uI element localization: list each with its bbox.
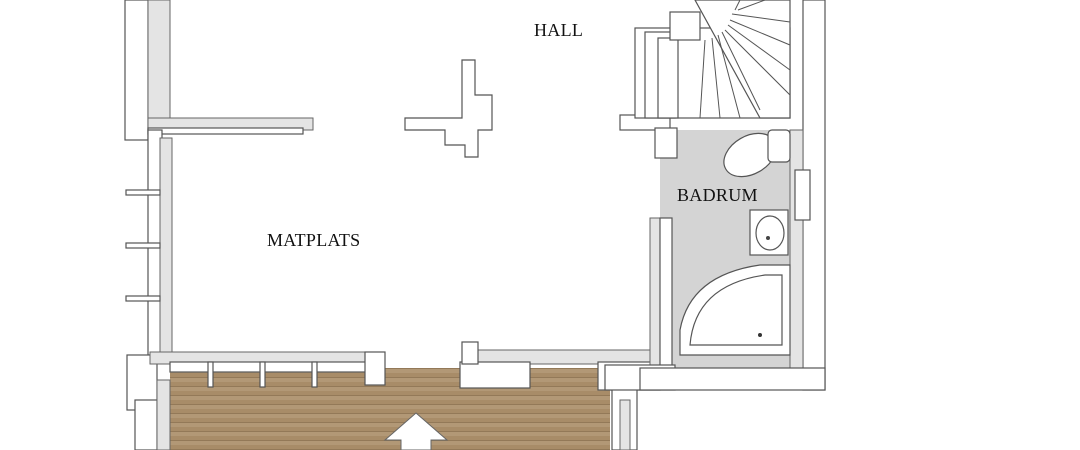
room-label-badrum: BADRUM: [677, 185, 758, 205]
right-wall: [639, 0, 826, 391]
sink: [749, 209, 789, 256]
bottom-left-wall: [149, 351, 386, 388]
center-column: [404, 59, 493, 158]
left-wall: [124, 0, 314, 450]
room-label-hall: HALL: [534, 20, 584, 40]
bathroom-partition: [604, 114, 678, 391]
toilet: [723, 129, 791, 178]
staircase: [634, 0, 791, 119]
room-label-matplats: MATPLATS: [267, 230, 361, 250]
entrance-arrow-icon: [383, 412, 449, 450]
bathtub: [679, 264, 791, 356]
